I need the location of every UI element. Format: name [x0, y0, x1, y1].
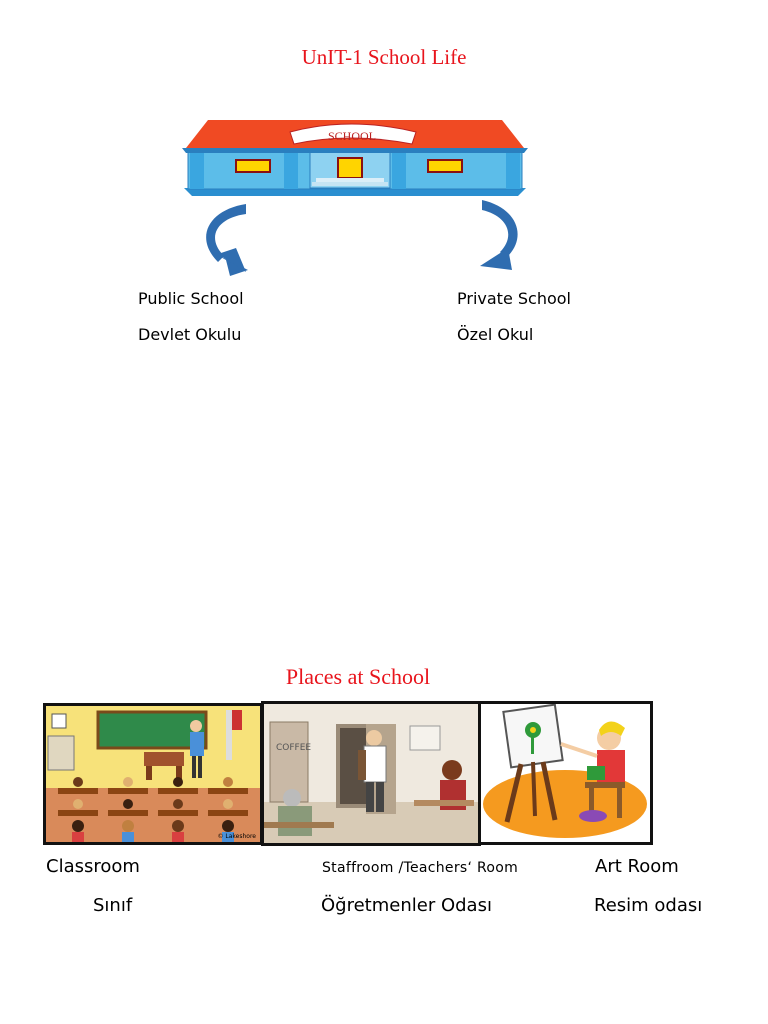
- classroom-image-credit: © Lakeshore: [217, 833, 256, 840]
- public-school-label: Public School: [138, 289, 244, 308]
- staffroom-coffee-sign: COFFEE: [276, 743, 311, 753]
- art-room-translation: Resim odası: [594, 895, 703, 916]
- art-room-image: [478, 701, 653, 845]
- staffroom-translation: Öğretmenler Odası: [321, 895, 492, 916]
- private-school-label: Private School: [457, 289, 571, 308]
- school-building-image: SCHOOL: [182, 120, 528, 196]
- classroom-translation: Sınıf: [93, 895, 133, 916]
- curved-arrow-right-icon: [480, 200, 518, 270]
- staffroom-label: Staffroom /Teachers‘ Room: [322, 860, 519, 876]
- places-heading: Places at School: [285, 664, 431, 689]
- curved-arrow-left-icon: [206, 204, 248, 276]
- school-sign-text: SCHOOL: [328, 129, 376, 143]
- classroom-label: Classroom: [46, 856, 140, 877]
- classroom-image: © Lakeshore: [43, 703, 263, 845]
- art-room-label: Art Room: [595, 856, 679, 877]
- page-title: UnIT-1 School Life: [301, 45, 467, 69]
- private-school-translation: Özel Okul: [457, 325, 534, 344]
- staffroom-image: COFFEE: [261, 701, 481, 846]
- public-school-translation: Devlet Okulu: [138, 325, 242, 344]
